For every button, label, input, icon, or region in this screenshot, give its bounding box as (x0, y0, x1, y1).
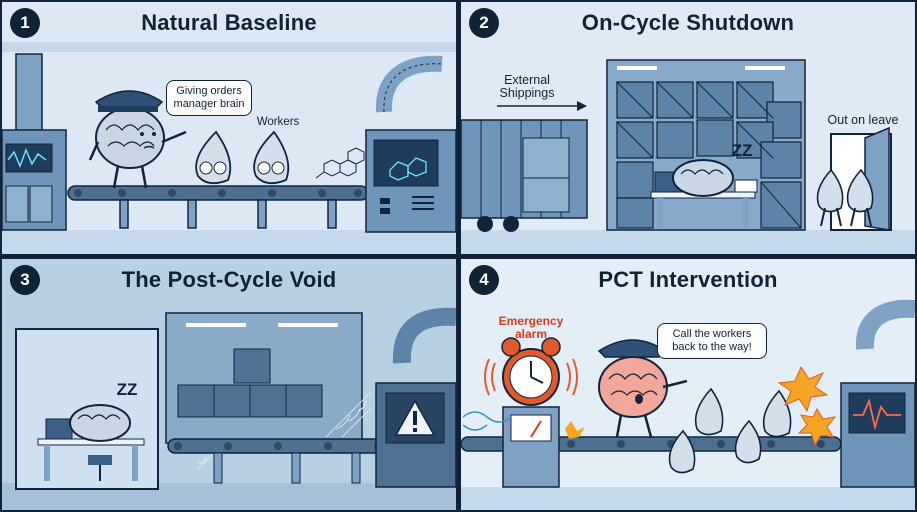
empty-factory-scene-3 (2, 307, 456, 510)
panel-pct-intervention: 4 PCT Intervention Emergency alarm Call … (459, 257, 917, 512)
panel-on-cycle-shutdown: 2 On-Cycle Shutdown External Shippings O… (459, 0, 917, 256)
worker-cells (195, 130, 290, 185)
panel-post-cycle-void: 3 The Post-Cycle Void ZZ (0, 257, 458, 512)
cobweb (197, 392, 371, 470)
alarm-label: Emergency alarm (498, 314, 564, 341)
returning-workers (668, 387, 792, 474)
manager-brain (88, 90, 187, 189)
speech-bubble: Call the workers back to the way! (657, 323, 767, 359)
panel-title: PCT Intervention (598, 267, 778, 292)
factory-scene-1 (2, 42, 456, 254)
sleep-z: ZZ (731, 141, 753, 160)
panel-number-badge: 2 (469, 8, 499, 38)
panel-title: On-Cycle Shutdown (581, 10, 795, 35)
active-manager-brain (597, 339, 688, 438)
warehouse-scene-2 (461, 59, 915, 254)
panel-number-badge: 3 (10, 265, 40, 295)
panel-number-badge: 1 (10, 8, 40, 38)
workers-label: Workers (256, 116, 300, 128)
sleep-z: ZZ (116, 380, 138, 399)
panel-title: Natural Baseline (141, 10, 317, 35)
restart-scene-4 (461, 299, 915, 510)
speech-bubble: Giving orders manager brain (166, 80, 252, 116)
shipping-label: External Shippings (499, 73, 555, 100)
leave-label: Out on leave (827, 113, 899, 127)
panel-title: The Post-Cycle Void (121, 267, 337, 292)
panel-natural-baseline: 1 Natural Baseline Giving orders manager… (0, 0, 458, 256)
panel-number-badge: 4 (469, 265, 499, 295)
leaving-workers (816, 168, 874, 227)
alarm-clock (484, 337, 578, 406)
